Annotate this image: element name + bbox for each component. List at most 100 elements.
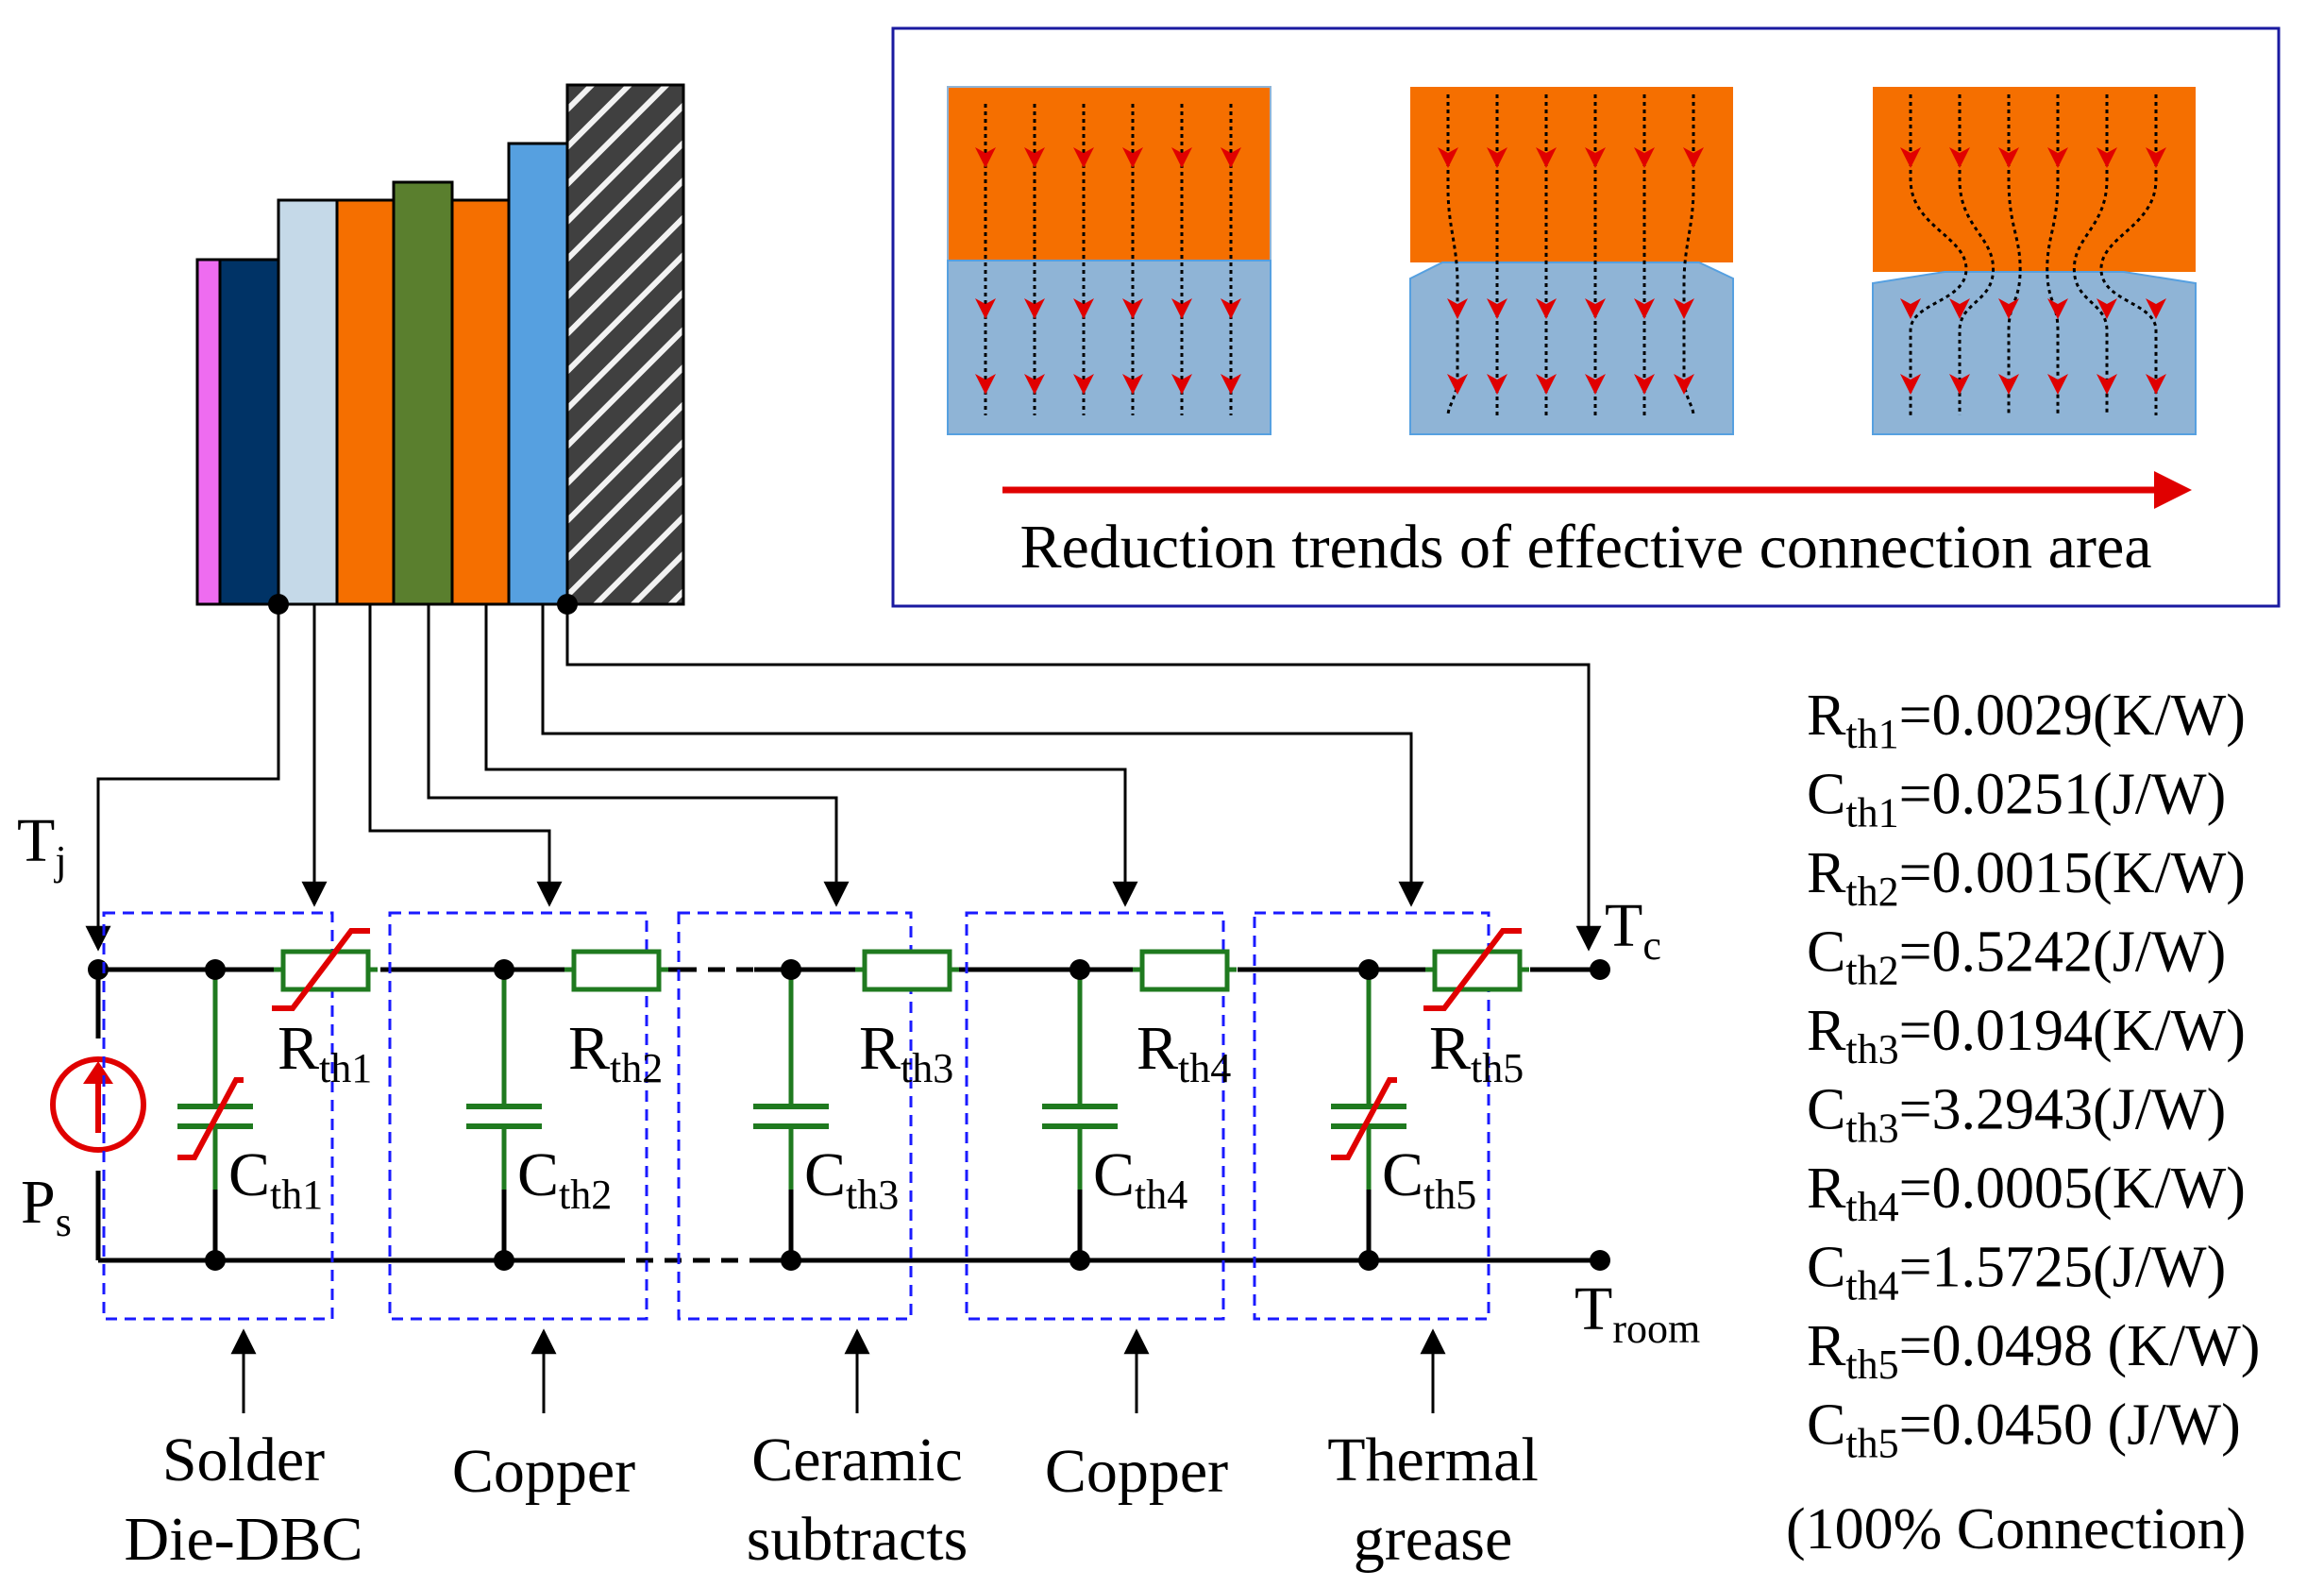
flow-arrow — [1073, 147, 1094, 168]
resistor-icon — [571, 949, 662, 992]
flow-arrow — [1122, 298, 1143, 319]
flow-arrow — [2146, 298, 2166, 319]
flow-arrow — [975, 147, 996, 168]
flow-arrow — [1634, 374, 1655, 395]
flow-arrow — [1585, 298, 1606, 319]
resistor-icon — [862, 949, 952, 992]
flow-arrow — [1949, 374, 1970, 395]
parameter-row: Rth4=0.0005(K/W) — [1807, 1156, 2246, 1230]
rc-stages: Rth1Cth1SolderDie-DBCRth2Cth2CopperRth3C… — [102, 911, 1539, 1574]
flow-arrow — [1171, 147, 1192, 168]
flow-arrow — [1171, 298, 1192, 319]
inset-border — [891, 26, 2281, 608]
junction-dot — [781, 1250, 801, 1271]
resistor-icon — [1139, 949, 1230, 992]
flow-line — [2099, 94, 2158, 415]
label-troom: Troom — [1575, 1275, 1700, 1352]
stack-connectors — [85, 604, 1602, 952]
flow-line — [1958, 94, 1996, 415]
parameter-row: Cth2=0.5242(J/W) — [1807, 920, 2226, 994]
heat-source-ps — [50, 1056, 146, 1153]
flow-arrow — [1998, 374, 2019, 395]
flow-arrow — [2097, 298, 2117, 319]
inset-panel: Reduction trends of effective connection… — [891, 26, 2281, 608]
inset-caption: Reduction trends of effective connection… — [1019, 513, 2151, 582]
layer-heatsink — [565, 83, 685, 606]
flow-line — [1446, 94, 1459, 416]
flow-arrow — [1683, 147, 1704, 168]
capacitor-label: Cth1 — [228, 1140, 323, 1218]
connector-stage3 — [427, 604, 850, 907]
flow-arrow — [1171, 374, 1192, 395]
flow-arrow — [1487, 374, 1507, 395]
flow-arrow — [1221, 298, 1241, 319]
junction-dot — [494, 1250, 514, 1271]
flow-line — [1909, 94, 1968, 415]
flow-arrow — [1536, 147, 1557, 168]
nonlinear-mark — [272, 928, 370, 1011]
material-label-line2: Die-DBC — [125, 1505, 363, 1574]
flow-arrow — [1998, 147, 2019, 168]
parameter-row: Rth2=0.0015(K/W) — [1807, 841, 2246, 915]
flow-arrow — [2097, 147, 2117, 168]
flow-arrow — [1949, 298, 1970, 319]
flow-arrow — [1674, 298, 1694, 319]
parameter-row: Rth3=0.0194(K/W) — [1807, 999, 2246, 1072]
flow-arrow — [1447, 374, 1468, 395]
stage-box — [965, 911, 1225, 1321]
connector-tj — [85, 604, 280, 952]
flow-arrow — [2047, 298, 2068, 319]
flow-arrow — [1536, 374, 1557, 395]
junction-dot — [1069, 1250, 1090, 1271]
capacitor-label: Cth3 — [804, 1140, 899, 1218]
label-ps: Ps — [21, 1168, 72, 1245]
parameter-list: Rth1=0.0029(K/W)Cth1=0.0251(J/W)Rth2=0.0… — [1807, 684, 2260, 1467]
parameter-row: Cth3=3.2943(J/W) — [1807, 1078, 2226, 1152]
node-tj — [88, 959, 109, 980]
connector-tc — [565, 604, 1602, 952]
flow-arrow — [1122, 374, 1143, 395]
flow-arrow — [1674, 374, 1694, 395]
parameter-row: Cth4=1.5725(J/W) — [1807, 1236, 2226, 1309]
flow-arrow — [1487, 147, 1507, 168]
parameter-row: Rth5=0.0498 (K/W) — [1807, 1314, 2260, 1388]
node-troom — [1590, 1250, 1610, 1271]
material-label: Thermal — [1327, 1426, 1539, 1494]
flow-arrow — [1900, 298, 1921, 319]
junction-dot — [494, 959, 514, 980]
label-tc: Tc — [1605, 891, 1661, 969]
connection-note: (100% Connection) — [1786, 1497, 2246, 1562]
material-label-line2: subtracts — [747, 1505, 968, 1574]
junction-dot — [1358, 1250, 1379, 1271]
dashed-gaps — [608, 967, 756, 1263]
capacitor-label: Cth2 — [517, 1140, 612, 1218]
flow-arrow — [1900, 374, 1921, 395]
flow-arrow — [1122, 147, 1143, 168]
parameter-row: Cth1=0.0251(J/W) — [1807, 763, 2226, 836]
flow-arrow — [1585, 147, 1606, 168]
flow-line — [2072, 94, 2109, 415]
resistor-icon — [280, 949, 371, 992]
inset-case-full — [947, 86, 1271, 435]
circuit-nodes — [88, 959, 1610, 1271]
flow-arrow — [1073, 374, 1094, 395]
flow-arrow — [1536, 298, 1557, 319]
resistor-icon — [1432, 949, 1523, 992]
inset-case-minimal — [1872, 87, 2197, 435]
stage-box — [677, 911, 913, 1321]
junction-dot — [205, 1250, 226, 1271]
flow-arrow — [1447, 298, 1468, 319]
flow-arrow — [2146, 374, 2166, 395]
capacitor-label: Cth5 — [1382, 1140, 1476, 1218]
layer-stack — [195, 83, 685, 615]
nonlinear-mark — [177, 1077, 244, 1160]
flow-arrow — [2047, 147, 2068, 168]
resistor-label: Rth1 — [278, 1014, 372, 1091]
connector-stage5 — [541, 604, 1424, 907]
